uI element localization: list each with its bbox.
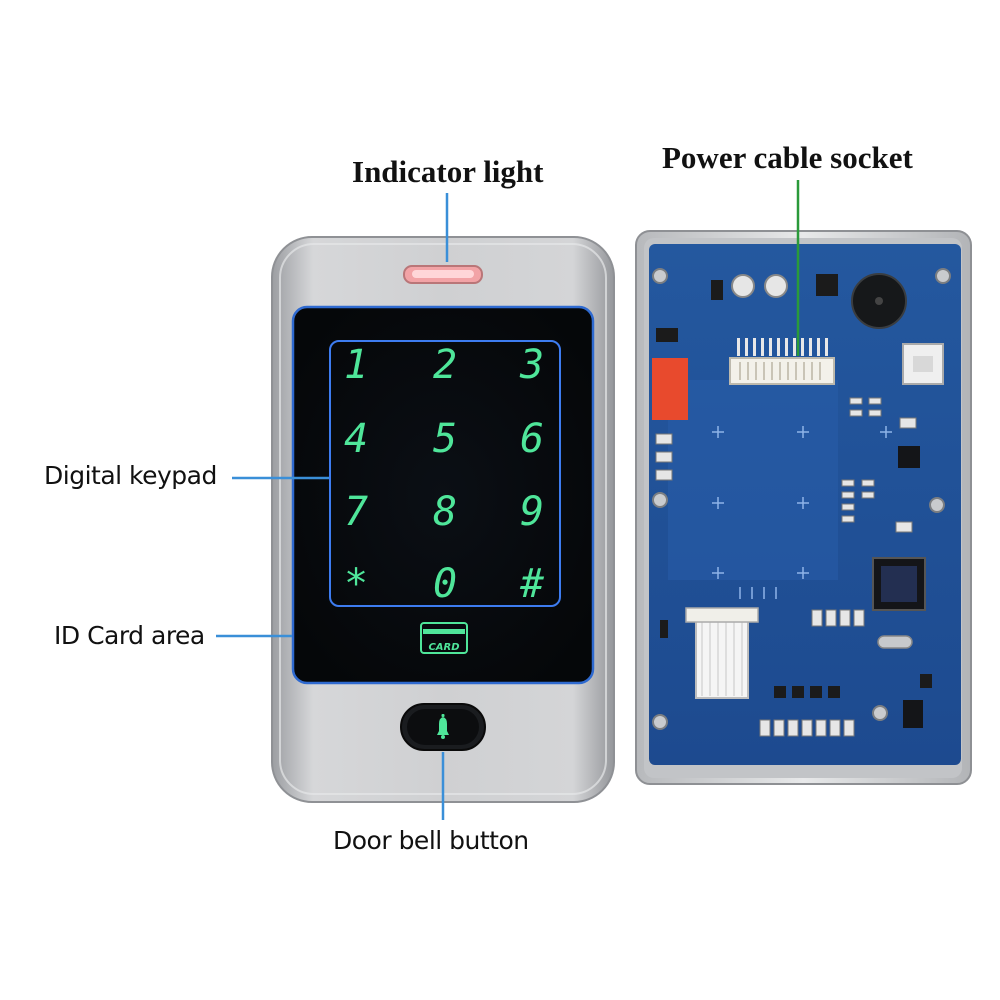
digital-keypad: 1 2 3 4 5 6 7 8 9 * 0 # [344,342,545,607]
id-card-area-label: ID Card area [54,621,205,650]
red-component [652,358,688,420]
power-cable-socket-label: Power cable socket [662,140,913,175]
key-9[interactable]: 9 [520,489,544,535]
key-3[interactable]: 3 [519,342,544,388]
door-bell-button[interactable] [400,703,486,751]
key-hash[interactable]: # [519,561,545,607]
front-panel [271,236,615,803]
key-6[interactable]: 6 [520,416,544,462]
key-8[interactable]: 8 [433,489,457,535]
key-1[interactable]: 1 [344,342,368,388]
power-cable-socket [729,357,835,385]
indicator-light-label: Indicator light [352,154,544,189]
leader-lines [216,180,800,820]
digital-keypad-label: Digital keypad [44,461,217,490]
ribbon-cable [695,617,749,699]
back-panel [635,230,972,785]
key-2[interactable]: 2 [433,342,457,388]
pcb-markings [712,426,892,599]
capacitors [711,274,838,300]
card-icon: CARD [420,622,468,654]
card-icon-text: CARD [428,642,459,653]
key-star[interactable]: * [344,561,368,607]
key-0[interactable]: 0 [433,561,457,607]
bell-icon [437,714,449,739]
door-bell-button-label: Door bell button [333,826,529,855]
key-7[interactable]: 7 [344,489,368,535]
key-4[interactable]: 4 [344,416,368,462]
key-5[interactable]: 5 [433,416,457,462]
mounting-holes [652,268,951,730]
touch-screen [291,305,595,685]
